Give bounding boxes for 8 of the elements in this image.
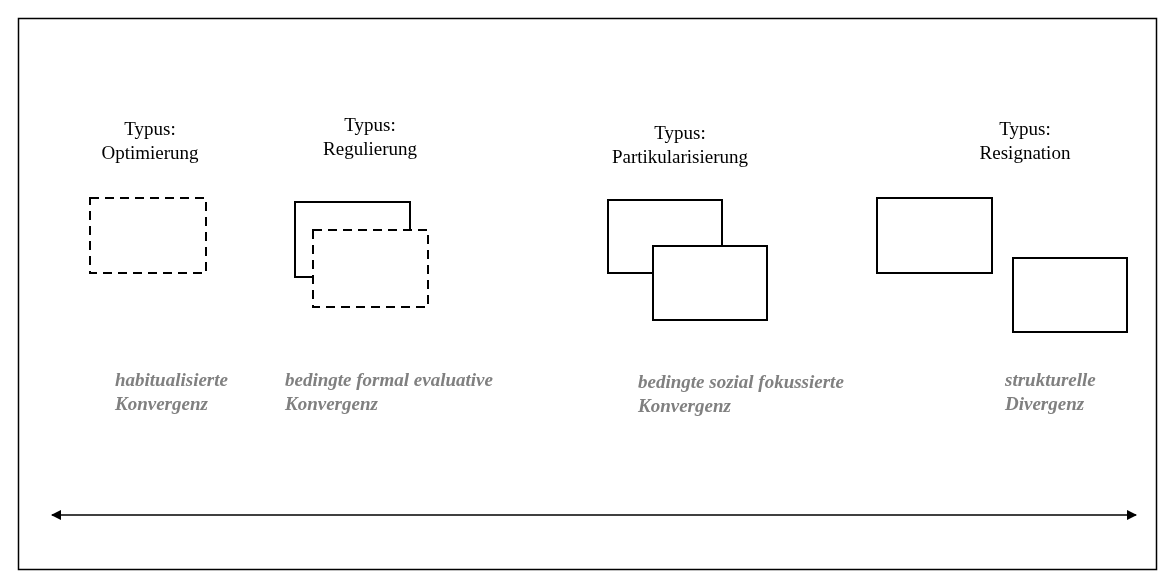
category-label: habitualisierte Konvergenz [115, 368, 229, 416]
type-label: Typus: Resignation [978, 117, 1072, 165]
type-label: Typus: Partikularisierung [610, 121, 750, 169]
type-label: Typus: Optimierung [100, 117, 200, 165]
category-label: bedingte formal evaluative Konvergenz [285, 368, 494, 416]
category-label: strukturelle Divergenz [1005, 368, 1097, 416]
category-label: bedingte sozial fokussierte Konvergenz [638, 370, 845, 418]
type-label: Typus: Regulierung [322, 113, 418, 161]
